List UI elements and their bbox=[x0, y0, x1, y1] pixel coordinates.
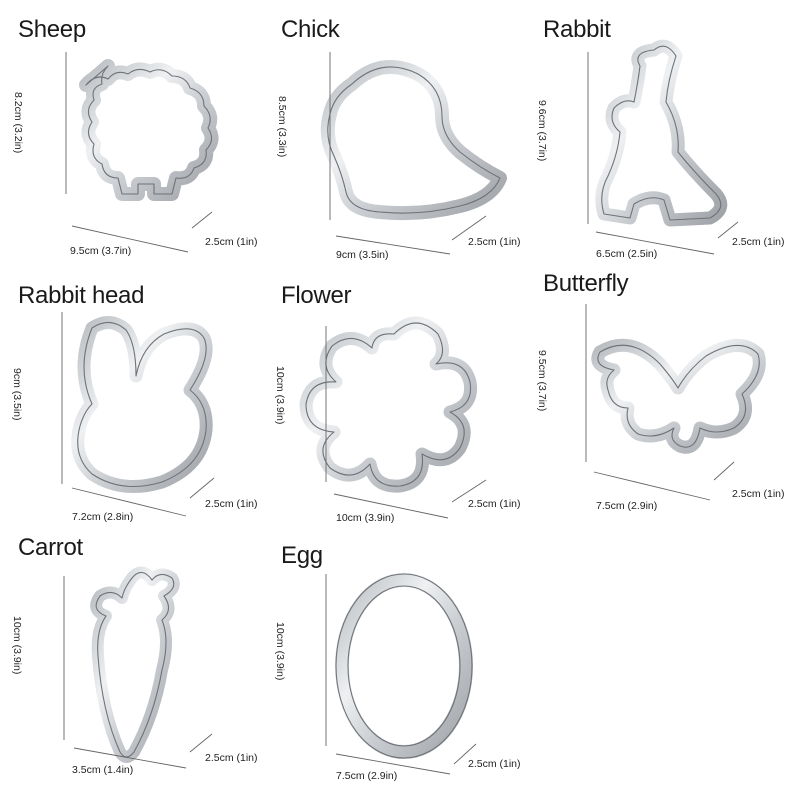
cutter-title: Chick bbox=[281, 16, 340, 43]
height-label: 9cm (3.5in) bbox=[11, 368, 23, 421]
height-label: 9.6cm (3.7in) bbox=[536, 100, 548, 162]
width-label: 7.5cm (2.9in) bbox=[596, 500, 658, 512]
depth-label: 2.5cm (1in) bbox=[732, 488, 785, 500]
width-label: 10cm (3.9in) bbox=[336, 512, 395, 524]
depth-label: 2.5cm (1in) bbox=[205, 236, 258, 248]
height-label: 10cm (3.9in) bbox=[274, 622, 286, 681]
width-label: 9.5cm (3.7in) bbox=[70, 245, 132, 257]
width-label: 3.5cm (1.4in) bbox=[72, 764, 134, 776]
cutter-butterfly: Butterfly 9.5cm (3.7in) 7.5cm (2.9in) 2.… bbox=[528, 266, 788, 526]
egg-cutter-image bbox=[325, 573, 477, 775]
height-label: 10cm (3.9in) bbox=[11, 616, 23, 675]
depth-label: 2.5cm (1in) bbox=[468, 758, 521, 770]
depth-label: 2.5cm (1in) bbox=[468, 236, 521, 248]
cutter-egg: Egg 10cm (3.9in) 7.5cm (2.9in) 2.5cm (1i… bbox=[264, 530, 524, 790]
width-label: 9cm (3.5in) bbox=[336, 249, 389, 261]
height-label: 8.5cm (3.3in) bbox=[276, 96, 288, 158]
depth-label: 2.5cm (1in) bbox=[205, 498, 258, 510]
cutter-chick: Chick 8.5cm (3.3in) 9cm (3.5in) 2.5cm (1… bbox=[264, 0, 524, 261]
cutter-title: Carrot bbox=[18, 534, 83, 561]
cutter-title: Rabbit bbox=[543, 16, 611, 43]
rabbit-head-cutter-image bbox=[61, 312, 215, 517]
butterfly-cutter-image bbox=[585, 304, 766, 501]
cutter-title: Sheep bbox=[18, 16, 86, 43]
cutter-title: Butterfly bbox=[543, 270, 629, 297]
height-label: 9.5cm (3.7in) bbox=[536, 350, 548, 412]
width-label: 7.5cm (2.9in) bbox=[336, 770, 398, 782]
width-label: 6.5cm (2.5in) bbox=[596, 248, 658, 260]
depth-label: 2.5cm (1in) bbox=[205, 752, 258, 764]
height-label: 8.2cm (3.2in) bbox=[12, 92, 24, 154]
rabbit-cutter-image bbox=[587, 39, 739, 255]
cutter-carrot: Carrot 10cm (3.9in) 3.5cm (1.4in) 2.5cm … bbox=[0, 530, 260, 790]
cutter-rabbit-head: Rabbit head 9cm (3.5in) 7.2cm (2.8in) 2.… bbox=[0, 266, 260, 526]
chick-cutter-image bbox=[320, 52, 507, 255]
depth-label: 2.5cm (1in) bbox=[732, 236, 785, 248]
width-label: 7.2cm (2.8in) bbox=[72, 511, 134, 523]
cutter-title: Flower bbox=[281, 282, 352, 309]
cutter-title: Egg bbox=[281, 542, 323, 569]
depth-label: 2.5cm (1in) bbox=[468, 498, 521, 510]
sheep-cutter-image bbox=[65, 52, 219, 253]
cutter-rabbit: Rabbit 9.6cm (3.7in) 6.5cm (2.5in) 2.5cm… bbox=[528, 0, 788, 260]
cutter-flower: Flower 10cm (3.9in) 10cm (3.9in) 2.5cm (… bbox=[264, 266, 524, 526]
carrot-cutter-image bbox=[63, 566, 213, 769]
height-label: 10cm (3.9in) bbox=[274, 366, 286, 425]
cutter-title: Rabbit head bbox=[18, 282, 145, 309]
flower-cutter-image bbox=[299, 316, 487, 519]
cutter-sheep: Sheep 8.2cm (3.2in) 9.5cm (3.7in) 2.5cm … bbox=[0, 0, 260, 260]
